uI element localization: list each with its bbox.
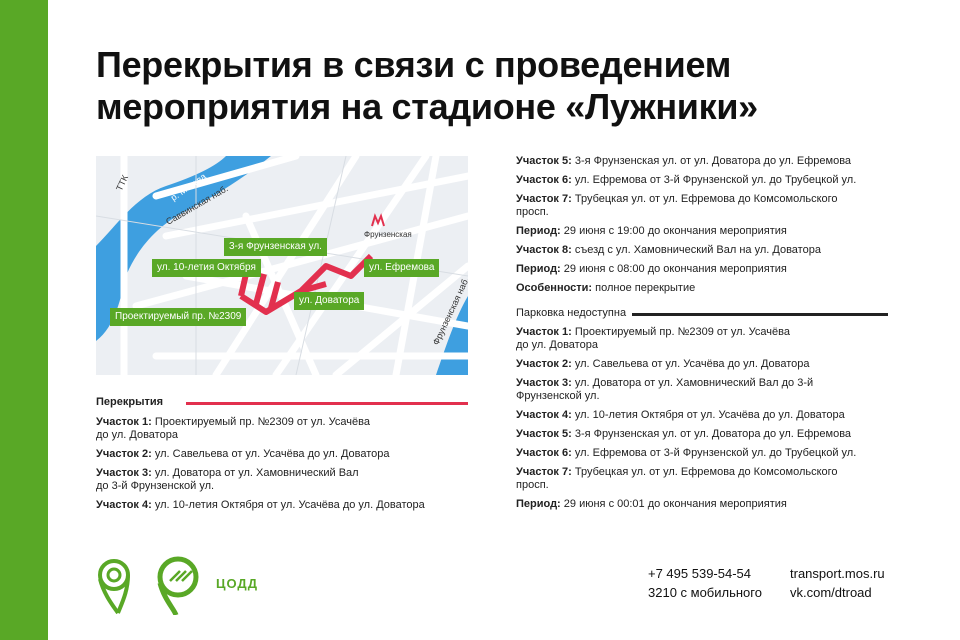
item-text: Проектируемый пр. №2309 от ул. Усачёва bbox=[574, 326, 790, 338]
list-item: Участок 2: ул. Савельева от ул. Усачёва … bbox=[96, 448, 476, 461]
item-label: Участок 2: bbox=[96, 448, 152, 460]
item-label: Участок 1: bbox=[96, 416, 152, 428]
parking-header: Парковка недоступна bbox=[516, 307, 627, 319]
item-label: Участок 4: bbox=[96, 499, 152, 511]
closures-list: Участок 1: Проектируемый пр. №2309 от ул… bbox=[96, 416, 476, 518]
mobile-short-number: 3210 с мобильного bbox=[648, 585, 762, 600]
contact-links: transport.mos.ru vk.com/dtroad bbox=[790, 564, 885, 602]
metro-icon bbox=[371, 213, 385, 227]
list-item: Участок 3: ул. Доватора от ул. Хамовниче… bbox=[516, 377, 906, 403]
parking-divider bbox=[632, 313, 888, 316]
item-text: ул. Ефремова от 3-й Фрунзенской ул. до Т… bbox=[574, 174, 857, 186]
item-label: Участок 2: bbox=[516, 358, 572, 370]
item-text-continued: до 3-й Фрунзенской ул. bbox=[96, 480, 215, 492]
moscow-logo-icon bbox=[98, 556, 199, 617]
item-label: Период: bbox=[516, 225, 561, 237]
item-label: Участок 6: bbox=[516, 174, 572, 186]
item-label: Участок 6: bbox=[516, 447, 572, 459]
page-title: Перекрытия в связи с проведением меропри… bbox=[96, 44, 856, 128]
map-label-dovatora: ул. Доватора bbox=[294, 292, 365, 310]
map-label-oktyabrya: ул. 10-летия Октября bbox=[152, 259, 261, 277]
page-title-line-2: мероприятия на стадионе «Лужники» bbox=[96, 86, 758, 127]
item-text: полное перекрытие bbox=[595, 282, 696, 294]
list-item: Участок 8: съезд с ул. Хамовнический Вал… bbox=[516, 244, 906, 257]
item-label: Участок 8: bbox=[516, 244, 572, 256]
item-text: Трубецкая ул. от ул. Ефремова до Комсомо… bbox=[574, 466, 838, 478]
parking-list: Участок 1: Проектируемый пр. №2309 от ул… bbox=[516, 326, 906, 517]
list-item: Участок 6: ул. Ефремова от 3-й Фрунзенск… bbox=[516, 174, 906, 187]
item-text: 3-я Фрунзенская ул. от ул. Доватора до у… bbox=[574, 155, 852, 167]
map-label-efremova: ул. Ефремова bbox=[364, 259, 440, 277]
closures-continued-list: Участок 5: 3-я Фрунзенская ул. от ул. До… bbox=[516, 155, 906, 301]
list-item: Участок 1: Проектируемый пр. №2309 от ул… bbox=[96, 416, 476, 442]
list-item: Участок 6: ул. Ефремова от 3-й Фрунзенск… bbox=[516, 447, 906, 460]
item-text: съезд с ул. Хамовнический Вал на ул. Дов… bbox=[574, 244, 821, 256]
item-text: Проектируемый пр. №2309 от ул. Усачёва bbox=[154, 416, 370, 428]
site-link[interactable]: transport.mos.ru bbox=[790, 566, 885, 581]
closures-divider bbox=[186, 402, 468, 405]
item-text: ул. Ефремова от 3-й Фрунзенской ул. до Т… bbox=[574, 447, 857, 459]
map-label-frunzenskaya3: 3-я Фрунзенская ул. bbox=[224, 238, 327, 256]
map-label-proektiruemy: Проектируемый пр. №2309 bbox=[110, 308, 247, 326]
green-side-stripe bbox=[0, 0, 48, 640]
brand-name: ЦОДД bbox=[216, 576, 258, 591]
contact-phones: +7 495 539-54-54 3210 с мобильного bbox=[648, 564, 762, 602]
list-item: Участок 4: ул. 10-летия Октября от ул. У… bbox=[516, 409, 906, 422]
item-text-continued: просп. bbox=[516, 206, 549, 218]
list-item: Участок 2: ул. Савельева от ул. Усачёва … bbox=[516, 358, 906, 371]
item-label: Период: bbox=[516, 263, 561, 275]
item-text: ул. 10-летия Октября от ул. Усачёва до у… bbox=[574, 409, 845, 421]
item-label: Участок 7: bbox=[516, 193, 572, 205]
list-item: Период: 29 июня с 19:00 до окончания мер… bbox=[516, 225, 906, 238]
item-label: Участок 4: bbox=[516, 409, 572, 421]
item-text-continued: Фрунзенской ул. bbox=[516, 390, 600, 402]
vk-link[interactable]: vk.com/dtroad bbox=[790, 585, 872, 600]
page-title-line-1: Перекрытия в связи с проведением bbox=[96, 44, 732, 85]
item-label: Период: bbox=[516, 498, 561, 510]
item-text: ул. Савельева от ул. Усачёва до ул. Дова… bbox=[574, 358, 810, 370]
item-label: Участок 3: bbox=[96, 467, 152, 479]
item-text: ул. Доватора от ул. Хамовнический Вал до… bbox=[574, 377, 814, 389]
item-label: Участок 1: bbox=[516, 326, 572, 338]
item-text-continued: просп. bbox=[516, 479, 549, 491]
closure-map: 3-я Фрунзенская ул. ул. 10-летия Октября… bbox=[96, 156, 468, 375]
list-item: Период: 29 июня с 00:01 до окончания мер… bbox=[516, 498, 906, 511]
item-text: 29 июня с 19:00 до окончания мероприятия bbox=[563, 225, 787, 237]
phone-number[interactable]: +7 495 539-54-54 bbox=[648, 566, 752, 581]
list-item: Участок 3: ул. Доватора от ул. Хамовниче… bbox=[96, 467, 476, 493]
closure-route bbox=[238, 253, 374, 315]
item-text-continued: до ул. Доватора bbox=[516, 339, 598, 351]
list-item: Особенности: полное перекрытие bbox=[516, 282, 906, 295]
list-item: Участок 4: ул. 10-летия Октября от ул. У… bbox=[96, 499, 476, 512]
item-label: Участок 5: bbox=[516, 155, 572, 167]
footer-logos bbox=[96, 555, 206, 620]
map-text-metro: Фрунзенская bbox=[364, 230, 412, 239]
list-item: Участок 5: 3-я Фрунзенская ул. от ул. До… bbox=[516, 155, 906, 168]
item-text: ул. Доватора от ул. Хамовнический Вал bbox=[154, 467, 359, 479]
item-text: 3-я Фрунзенская ул. от ул. Доватора до у… bbox=[574, 428, 852, 440]
item-label: Участок 3: bbox=[516, 377, 572, 389]
item-label: Участок 5: bbox=[516, 428, 572, 440]
item-label: Особенности: bbox=[516, 282, 593, 294]
list-item: Участок 5: 3-я Фрунзенская ул. от ул. До… bbox=[516, 428, 906, 441]
item-text: 29 июня с 08:00 до окончания мероприятия bbox=[563, 263, 787, 275]
item-text: Трубецкая ул. от ул. Ефремова до Комсомо… bbox=[574, 193, 838, 205]
item-text: ул. 10-летия Октября от ул. Усачёва до у… bbox=[154, 499, 425, 511]
river-shape bbox=[96, 156, 271, 341]
list-item: Участок 7: Трубецкая ул. от ул. Ефремова… bbox=[516, 193, 906, 219]
list-item: Период: 29 июня с 08:00 до окончания мер… bbox=[516, 263, 906, 276]
list-item: Участок 7: Трубецкая ул. от ул. Ефремова… bbox=[516, 466, 906, 492]
closures-header: Перекрытия bbox=[96, 396, 164, 408]
item-text: 29 июня с 00:01 до окончания мероприятия bbox=[563, 498, 787, 510]
item-text: ул. Савельева от ул. Усачёва до ул. Дова… bbox=[154, 448, 390, 460]
item-label: Участок 7: bbox=[516, 466, 572, 478]
item-text-continued: до ул. Доватора bbox=[96, 429, 178, 441]
list-item: Участок 1: Проектируемый пр. №2309 от ул… bbox=[516, 326, 906, 352]
